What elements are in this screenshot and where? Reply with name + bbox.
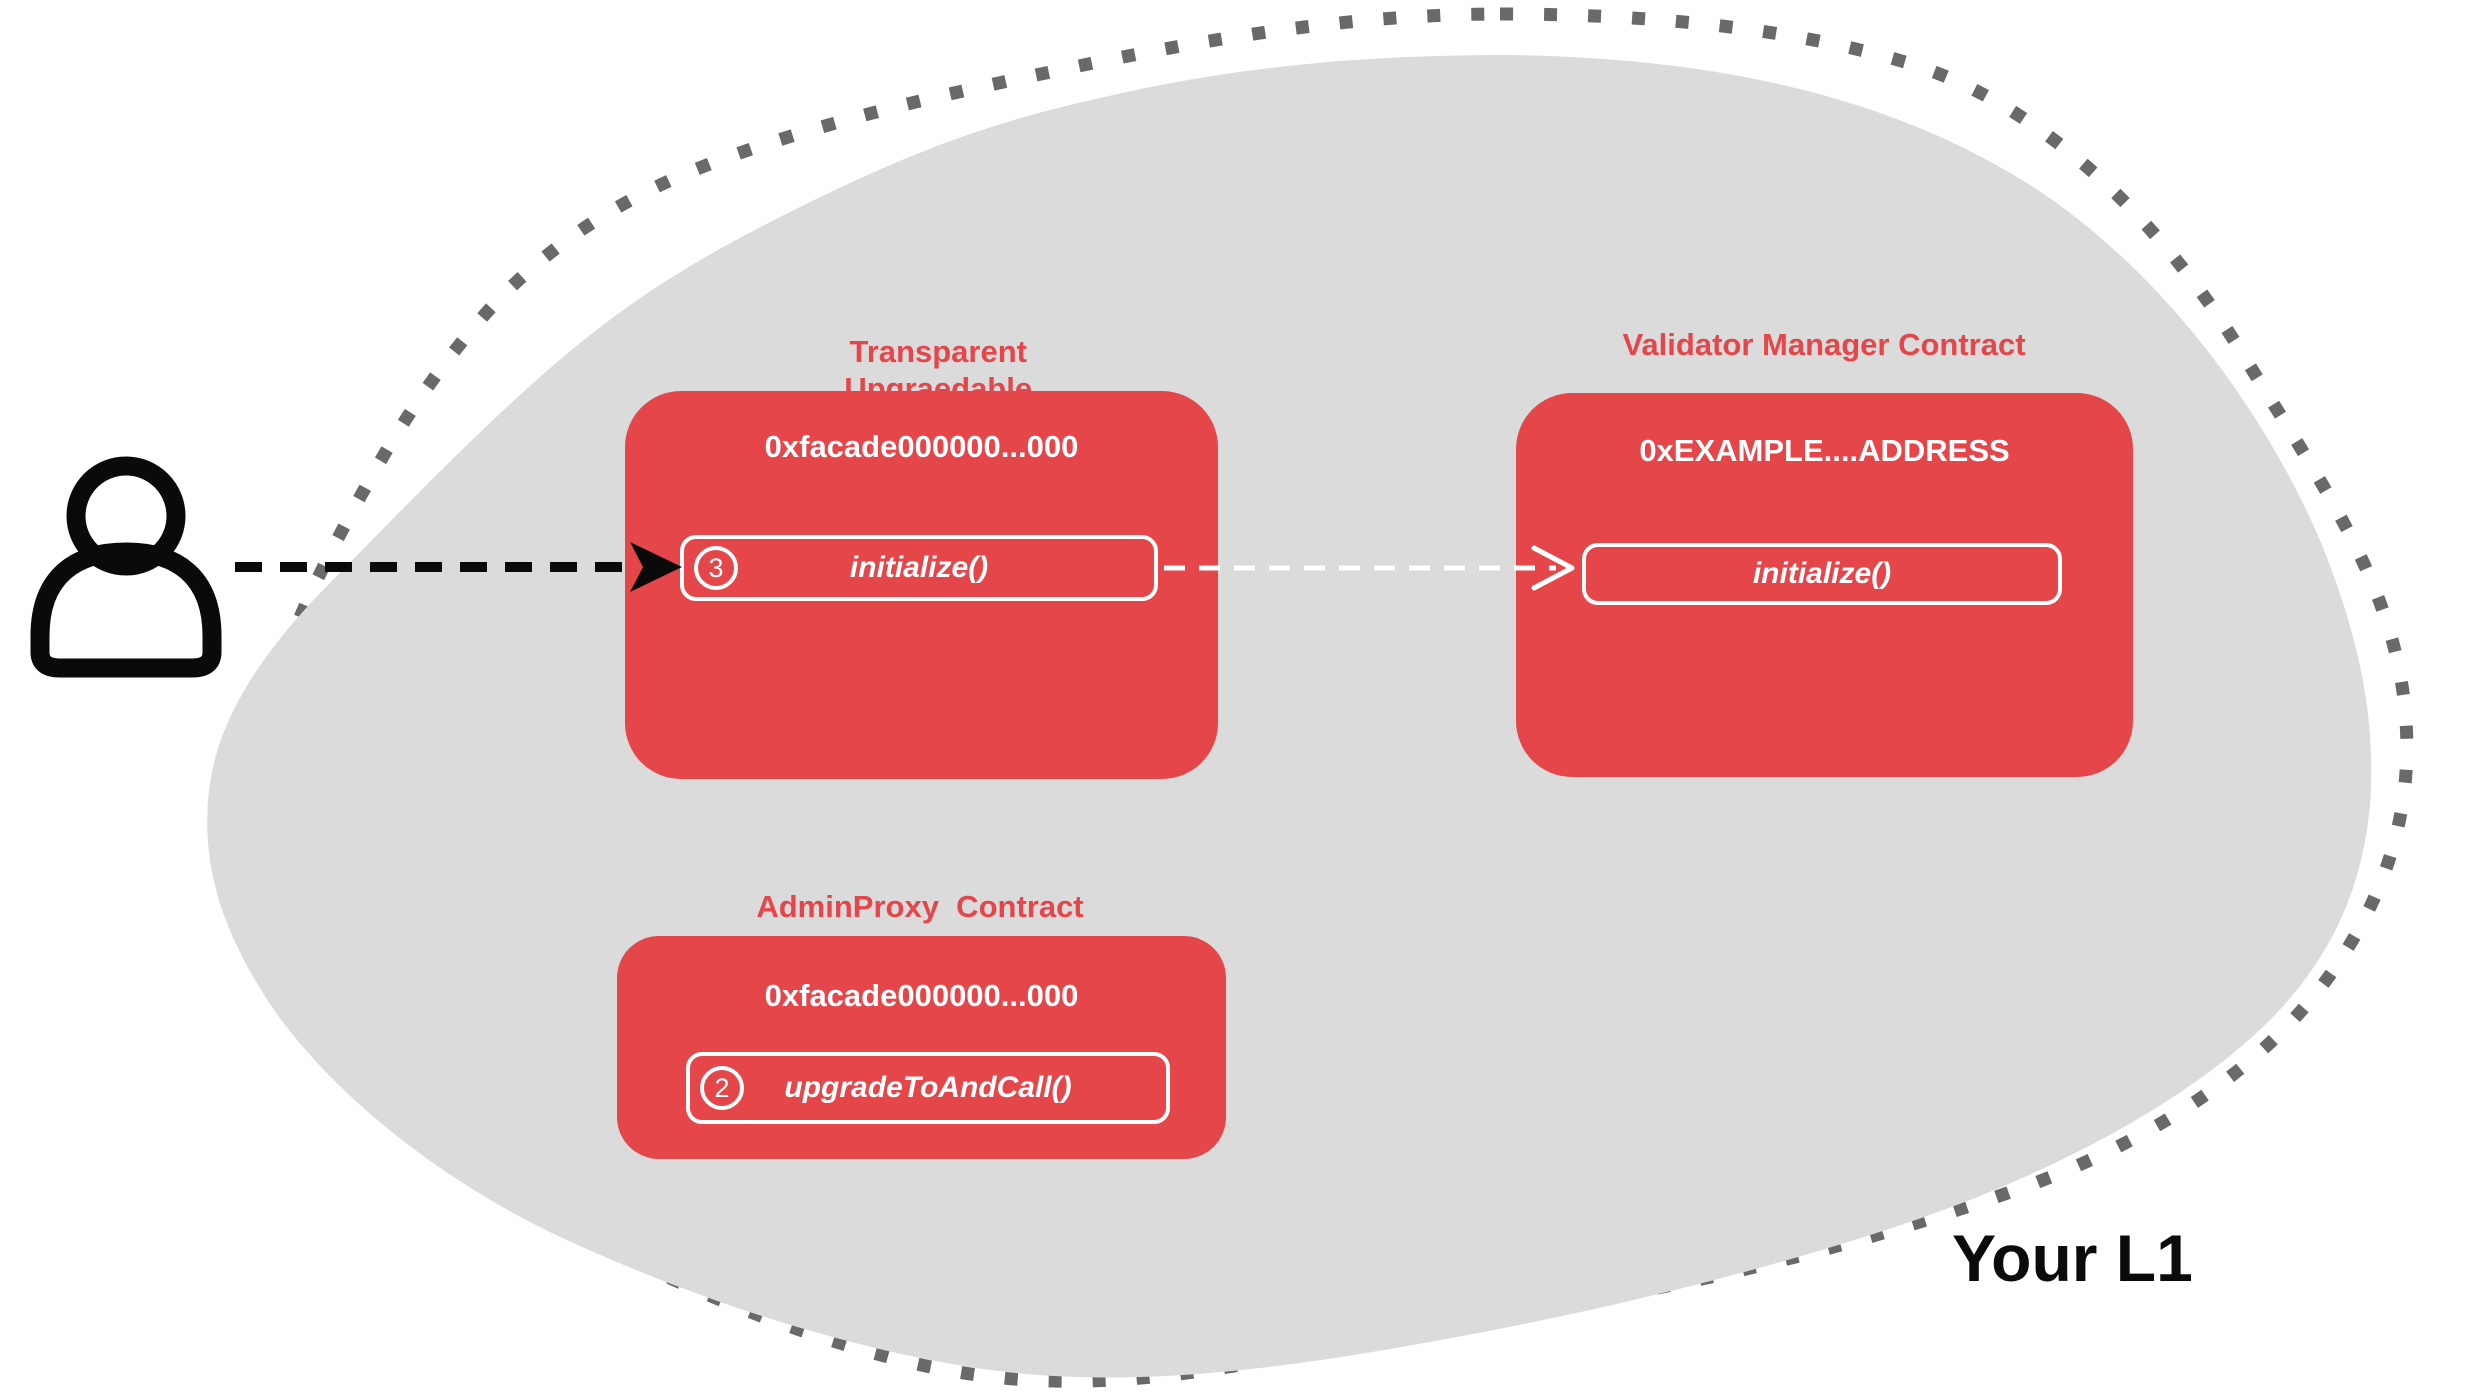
admin-proxy-title: AdminProxy Contract — [756, 889, 1084, 924]
validator-manager-title: Validator Manager Contract — [1622, 327, 2026, 362]
transparent-proxy-address: 0xfacade000000...000 — [764, 429, 1079, 464]
validator-manager-address: 0xEXAMPLE....ADDRESS — [1639, 433, 2010, 468]
step-2-badge: 2 — [700, 1066, 744, 1110]
validator-manager-contract-box: 0xEXAMPLE....ADDRESS initialize() — [1516, 393, 2133, 777]
your-l1-label: Your L1 — [1952, 1221, 2193, 1295]
admin-proxy-address: 0xfacade000000...000 — [764, 978, 1079, 1013]
initialize-label-validator: initialize() — [1752, 557, 1892, 590]
person-icon — [30, 456, 222, 678]
initialize-label-proxy: initialize() — [849, 551, 989, 584]
initialize-button-proxy: 3 initialize() — [680, 535, 1158, 601]
admin-proxy-contract-box: 0xfacade000000...000 2 upgradeToAndCall(… — [617, 936, 1226, 1159]
upgrade-to-and-call-button: 2 upgradeToAndCall() — [686, 1052, 1170, 1124]
transparent-proxy-contract-box: 0xfacade000000...000 3 initialize() — [625, 391, 1218, 779]
upgrade-to-and-call-label: upgradeToAndCall() — [784, 1071, 1072, 1104]
step-3-badge: 3 — [694, 546, 738, 590]
initialize-button-validator: initialize() — [1582, 543, 2062, 605]
transparent-proxy-title-word1: Transparent — [849, 334, 1027, 369]
